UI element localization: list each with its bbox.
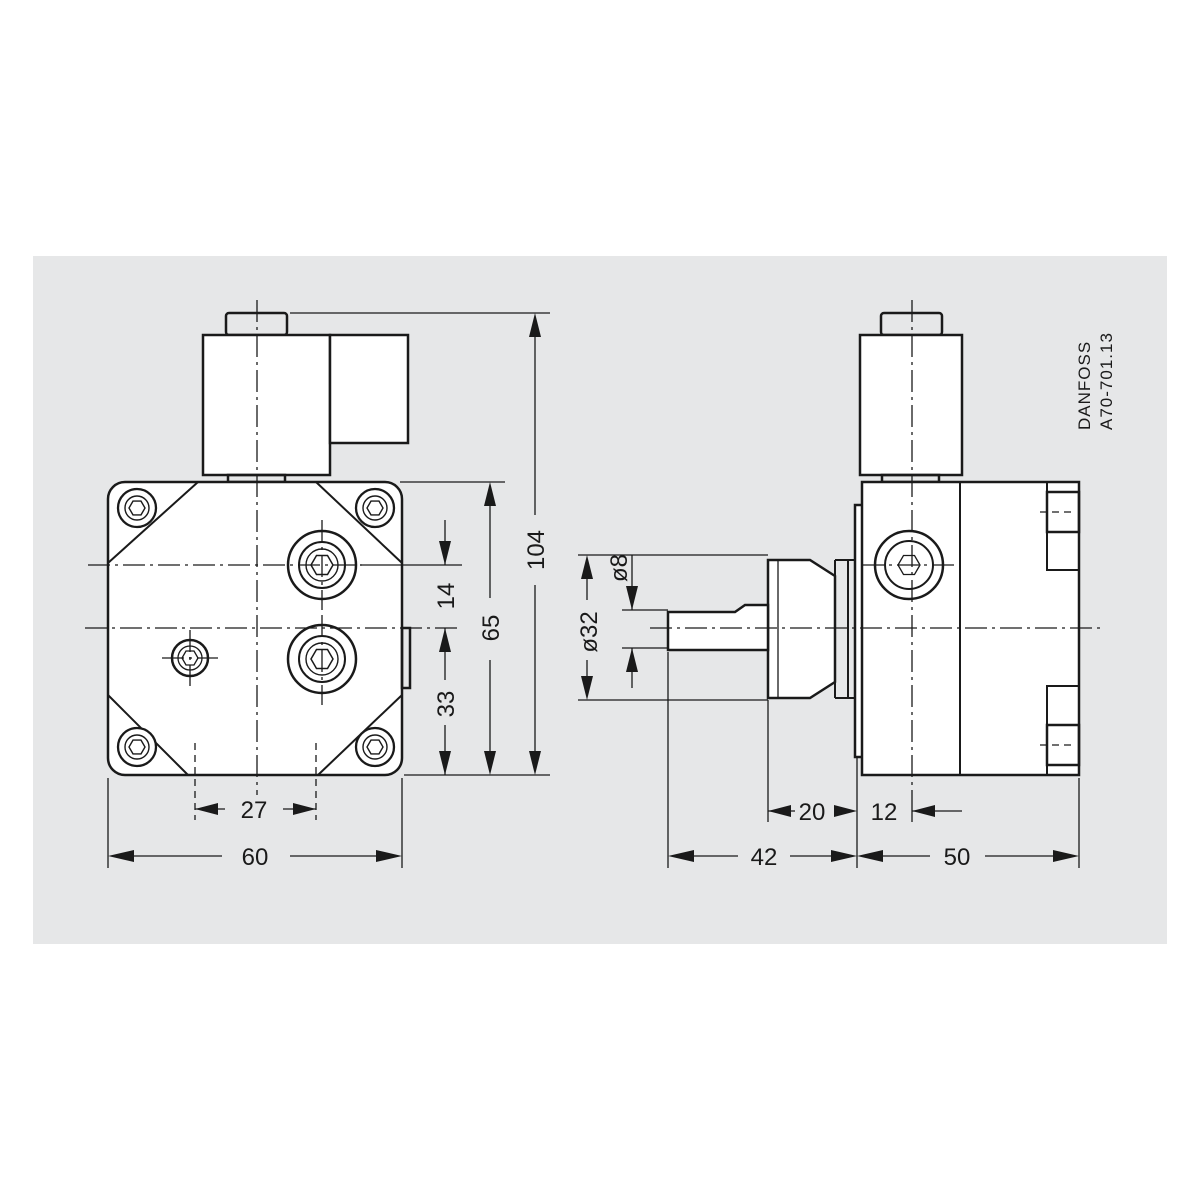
dimension-27: 27 bbox=[195, 797, 316, 824]
dimension-50: 50 bbox=[857, 844, 1079, 871]
bolt-icon bbox=[116, 487, 158, 529]
dimension-104: 104 bbox=[523, 313, 550, 775]
dim-label-hub-diameter: ø32 bbox=[576, 611, 603, 652]
dim-label-port-spacing: 27 bbox=[241, 797, 268, 824]
dimension-42: 42 bbox=[668, 844, 857, 871]
dim-label-shaft-diameter: ø8 bbox=[606, 554, 633, 582]
dim-label-body-depth: 50 bbox=[944, 844, 971, 871]
front-view: 60 27 14 33 bbox=[85, 300, 550, 871]
bolt-icon bbox=[354, 726, 396, 768]
dim-label-port-offset-upper: 14 bbox=[433, 583, 460, 610]
dim-label-shaft-length: 42 bbox=[751, 844, 778, 871]
bolt-icon bbox=[354, 487, 396, 529]
dim-label-overall-height: 104 bbox=[523, 530, 550, 570]
dim-label-flange-offset: 12 bbox=[871, 799, 898, 826]
solenoid-connector bbox=[328, 333, 410, 445]
dimension-12: 12 bbox=[871, 799, 962, 826]
side-view: ø8 ø32 20 12 42 bbox=[576, 300, 1105, 871]
dim-label-body-height: 65 bbox=[478, 615, 505, 642]
dimension-60: 60 bbox=[108, 844, 402, 871]
dim-label-port-offset-lower: 33 bbox=[433, 691, 460, 718]
dim-label-hub-length: 20 bbox=[799, 799, 826, 826]
drawing-number: A70-701.13 bbox=[1097, 332, 1116, 430]
dimension-33: 33 bbox=[433, 650, 460, 775]
dimension-65: 65 bbox=[478, 482, 505, 775]
dimension-dia8: ø8 bbox=[606, 554, 638, 688]
side-solenoid-coil bbox=[858, 333, 964, 477]
solenoid-coil bbox=[201, 333, 332, 477]
dimension-14: 14 bbox=[433, 520, 460, 652]
dim-label-width: 60 bbox=[242, 844, 269, 871]
dimension-20: 20 bbox=[768, 799, 857, 826]
drive-shaft bbox=[666, 603, 770, 652]
brand-label: DANFOSS bbox=[1075, 341, 1094, 430]
bolt-icon bbox=[116, 726, 158, 768]
dimension-dia32: ø32 bbox=[576, 555, 603, 700]
